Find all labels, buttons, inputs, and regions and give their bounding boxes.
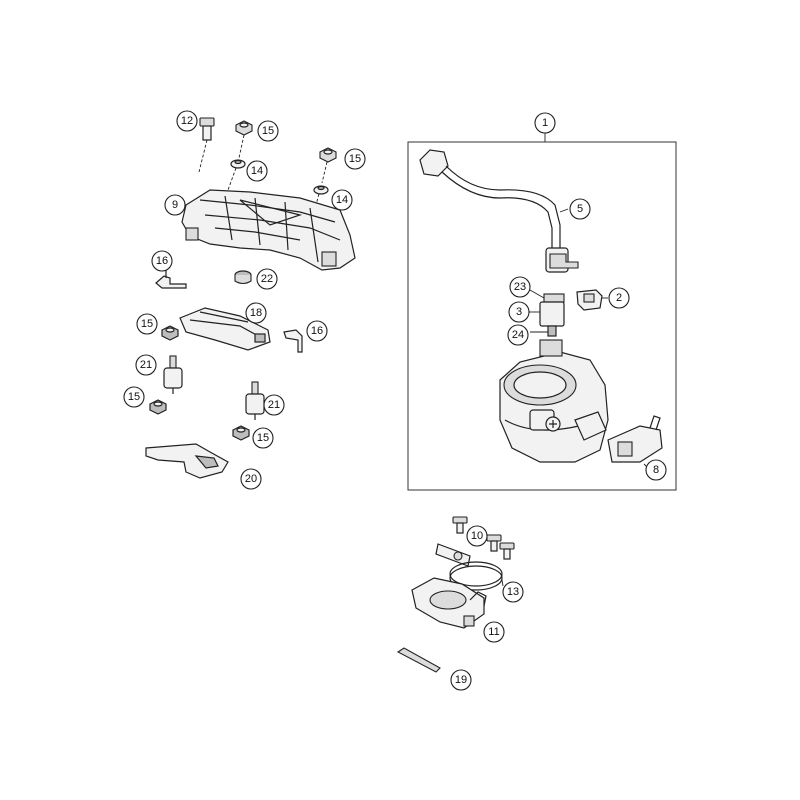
callout-label: 2 <box>616 292 622 304</box>
sensor-21-right <box>245 381 265 420</box>
callout-label: 1 <box>542 117 548 129</box>
callout-15-mid: 15 <box>136 313 158 335</box>
callout-12: 12 <box>176 110 198 132</box>
callout-3: 3 <box>508 301 530 323</box>
callout-22: 22 <box>256 268 278 290</box>
throttle-body <box>499 339 609 463</box>
callout-13: 13 <box>502 581 524 603</box>
sensor-21-left <box>163 355 183 394</box>
callout-9: 9 <box>164 194 186 216</box>
nut-15-top-right <box>319 147 337 184</box>
callout-label: 16 <box>311 325 323 337</box>
assembly-1-frame <box>407 141 677 491</box>
nut-15-lower-right <box>232 425 250 441</box>
callout-15-lower-right: 15 <box>252 427 274 449</box>
callout-2: 2 <box>608 287 630 309</box>
nut-15-top-left <box>235 120 253 159</box>
cover-11 <box>411 577 487 629</box>
module-18 <box>179 307 271 351</box>
nut-15-lower-left <box>149 399 167 415</box>
callout-label: 13 <box>507 586 519 598</box>
callout-1: 1 <box>534 112 556 134</box>
callout-11: 11 <box>483 621 505 643</box>
callout-label: 22 <box>261 273 273 285</box>
callout-label: 18 <box>250 307 262 319</box>
callout-label: 21 <box>140 359 152 371</box>
callout-label: 15 <box>128 391 140 403</box>
callout-24: 24 <box>507 324 529 346</box>
grommet-22 <box>234 270 252 285</box>
callout-label: 21 <box>268 399 280 411</box>
callout-8: 8 <box>645 459 667 481</box>
nut-15-mid <box>161 325 179 341</box>
pad-20 <box>145 443 229 479</box>
washer-14-left <box>227 159 246 191</box>
callout-label: 16 <box>156 255 168 267</box>
screws-10 <box>452 516 515 560</box>
callout-14-right: 14 <box>331 189 353 211</box>
callout-label: 15 <box>257 432 269 444</box>
callout-label: 20 <box>245 473 257 485</box>
bracket-16-right <box>283 329 303 353</box>
callout-15-top-right: 15 <box>344 148 366 170</box>
callout-label: 8 <box>653 464 659 476</box>
callout-21-right: 21 <box>263 394 285 416</box>
callout-label: 11 <box>488 626 499 638</box>
callout-15-lower-left: 15 <box>123 386 145 408</box>
screw-12 <box>198 117 215 173</box>
pin-19 <box>396 647 441 673</box>
callout-label: 9 <box>172 199 178 211</box>
callout-label: 15 <box>141 318 153 330</box>
callout-18: 18 <box>245 302 267 324</box>
callout-label: 12 <box>181 115 193 127</box>
callout-10: 10 <box>466 525 488 547</box>
fuel-line-5 <box>419 149 579 273</box>
callout-label: 24 <box>512 329 524 341</box>
callout-16-right: 16 <box>306 320 328 342</box>
clip-2 <box>576 289 608 311</box>
callout-21-left: 21 <box>135 354 157 376</box>
callout-label: 3 <box>516 306 522 318</box>
callout-19: 19 <box>450 669 472 691</box>
callout-16-left: 16 <box>151 250 173 272</box>
callout-20: 20 <box>240 468 262 490</box>
callout-label: 19 <box>455 674 467 686</box>
callout-label: 14 <box>251 165 263 177</box>
callout-label: 5 <box>577 203 583 215</box>
callout-23: 23 <box>509 276 531 298</box>
injector-3 <box>528 289 565 337</box>
callout-15-top-left: 15 <box>257 120 279 142</box>
callout-label: 14 <box>336 194 348 206</box>
callout-label: 23 <box>514 281 526 293</box>
callout-14-left: 14 <box>246 160 268 182</box>
housing-9 <box>181 189 356 271</box>
clamp-13 <box>449 561 504 591</box>
callout-5: 5 <box>569 198 591 220</box>
callout-label: 15 <box>262 125 274 137</box>
callout-label: 10 <box>471 530 483 542</box>
callout-label: 15 <box>349 153 361 165</box>
sensor-8 <box>607 415 663 469</box>
